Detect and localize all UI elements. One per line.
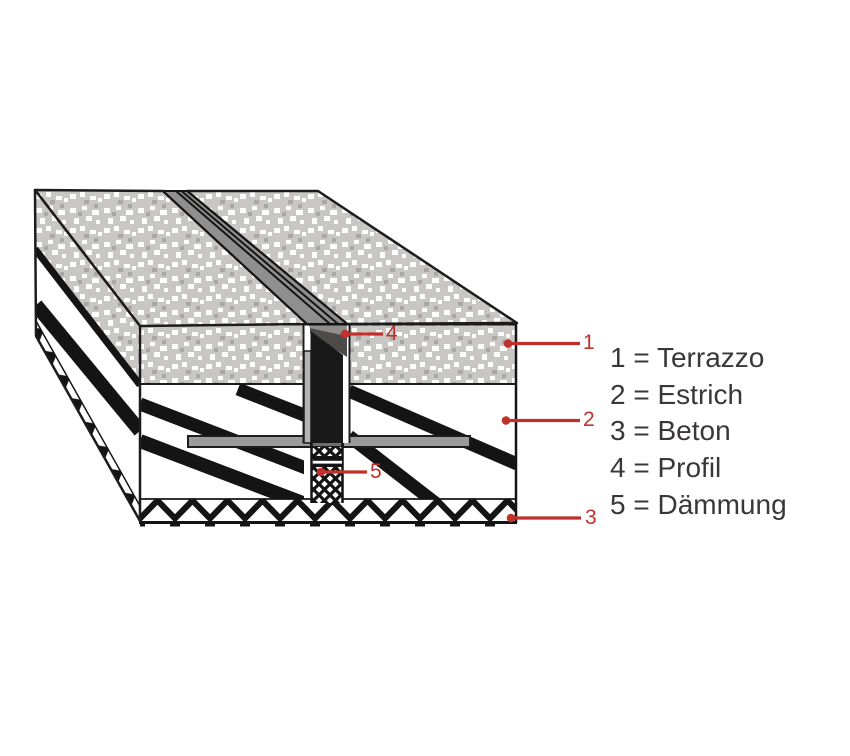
legend: 1 = Terrazzo 2 = Estrich 3 = Beton 4 = P… — [610, 340, 787, 524]
leader-dot-2 — [501, 416, 511, 425]
legend-item-profil: 4 = Profil — [610, 452, 722, 484]
terrazzo-layer-cut — [35, 190, 140, 381]
legend-item-daemmung: 5 = Dämmung — [610, 488, 787, 520]
joint-profile-top-strip — [162, 190, 348, 325]
front-section-face — [138, 322, 518, 528]
callout-number-5: 5 — [370, 460, 382, 483]
leader-dot-5 — [316, 467, 326, 477]
joint-inner-shadow — [310, 328, 347, 357]
legend-item-beton: 3 = Beton — [610, 415, 731, 447]
callout-number-2: 2 — [583, 408, 595, 431]
leader-dot-3 — [506, 513, 516, 523]
callout-number-1: 1 — [583, 331, 595, 354]
callout-number-4: 4 — [386, 322, 398, 345]
left-cut-face-outline — [33, 188, 142, 523]
joint-profile-front — [302, 324, 351, 444]
left-cut-face — [33, 188, 142, 523]
legend-item-estrich: 2 = Estrich — [610, 378, 744, 410]
cut-estrich-hatch-stripe — [35, 300, 140, 436]
leader-dots — [316, 329, 516, 523]
callout-number-3: 3 — [585, 506, 597, 529]
leader-lines — [321, 332, 581, 520]
beton-band-cut — [35, 320, 141, 521]
leader-dot-1 — [503, 339, 513, 348]
joint-side-strip — [303, 350, 312, 444]
joint-gap-dark — [310, 331, 343, 443]
legend-item-terrazzo: 1 = Terrazzo — [610, 342, 765, 373]
daemmung-column — [310, 443, 344, 503]
cut-terrazzo-boundary-stripe — [35, 246, 140, 388]
terrazzo-layer-front-left — [139, 324, 304, 384]
leader-dot-4 — [340, 329, 350, 339]
top-surface — [33, 188, 519, 328]
